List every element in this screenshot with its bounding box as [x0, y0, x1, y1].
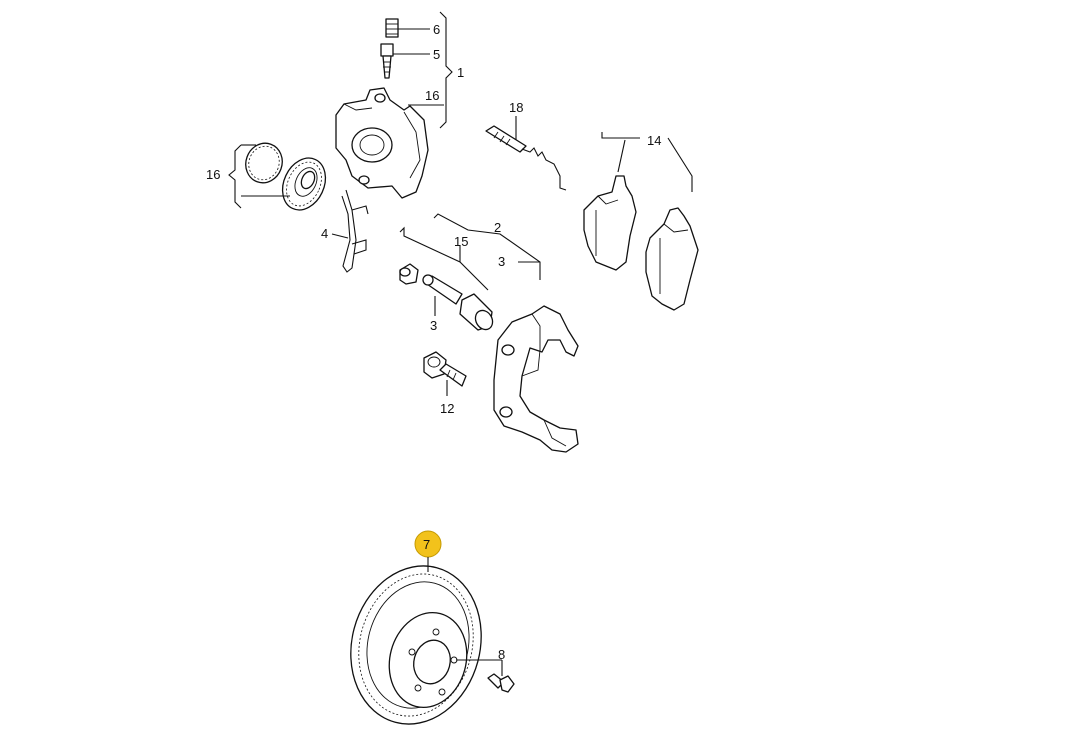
guide-pin-part[interactable]: [422, 274, 463, 305]
callout-5[interactable]: 5: [433, 47, 440, 62]
leader-line-14c: [617, 139, 626, 173]
highlight-badge-7[interactable]: 7: [414, 530, 442, 558]
bleed-valve-part[interactable]: [380, 43, 394, 79]
leader-line-14a: [601, 132, 640, 139]
brace-group-1: [439, 11, 453, 129]
carrier-bolt-part[interactable]: [423, 351, 467, 387]
callout-12[interactable]: 12: [440, 401, 454, 416]
caliper-carrier-part[interactable]: [493, 305, 579, 453]
bracket-line-15: [399, 226, 489, 291]
callout-18[interactable]: 18: [509, 100, 523, 115]
brake-disc-part[interactable]: [333, 551, 498, 739]
guide-bolt-part[interactable]: [399, 263, 419, 285]
wear-sensor-part[interactable]: [485, 125, 567, 191]
disc-screw-part[interactable]: [487, 673, 515, 693]
callout-16-left[interactable]: 16: [206, 167, 220, 182]
brace-group-16: [228, 144, 242, 209]
seal-ring-part[interactable]: [240, 138, 288, 188]
brake-pad-outer-part[interactable]: [645, 207, 699, 311]
callout-7: 7: [423, 537, 430, 552]
leader-line-14b: [667, 137, 693, 192]
callout-8[interactable]: 8: [498, 647, 505, 662]
callout-16-upper[interactable]: 16: [425, 88, 439, 103]
guide-bushing-part[interactable]: [459, 293, 496, 333]
caliper-housing-part[interactable]: [335, 87, 429, 199]
bracket-line-2: [433, 213, 541, 280]
callout-1[interactable]: 1: [457, 65, 464, 80]
bleed-cap-part[interactable]: [385, 18, 399, 38]
leader-line-4: [331, 233, 349, 239]
callout-3-upper[interactable]: 3: [498, 254, 505, 269]
callout-14[interactable]: 14: [647, 133, 661, 148]
callout-2[interactable]: 2: [494, 220, 501, 235]
callout-6[interactable]: 6: [433, 22, 440, 37]
spring-clip-part[interactable]: [341, 189, 369, 273]
callout-3[interactable]: 3: [430, 318, 437, 333]
callout-4[interactable]: 4: [321, 226, 328, 241]
brake-pad-inner-part[interactable]: [583, 175, 637, 271]
callout-15[interactable]: 15: [454, 234, 468, 249]
dust-boot-part[interactable]: [274, 151, 333, 217]
